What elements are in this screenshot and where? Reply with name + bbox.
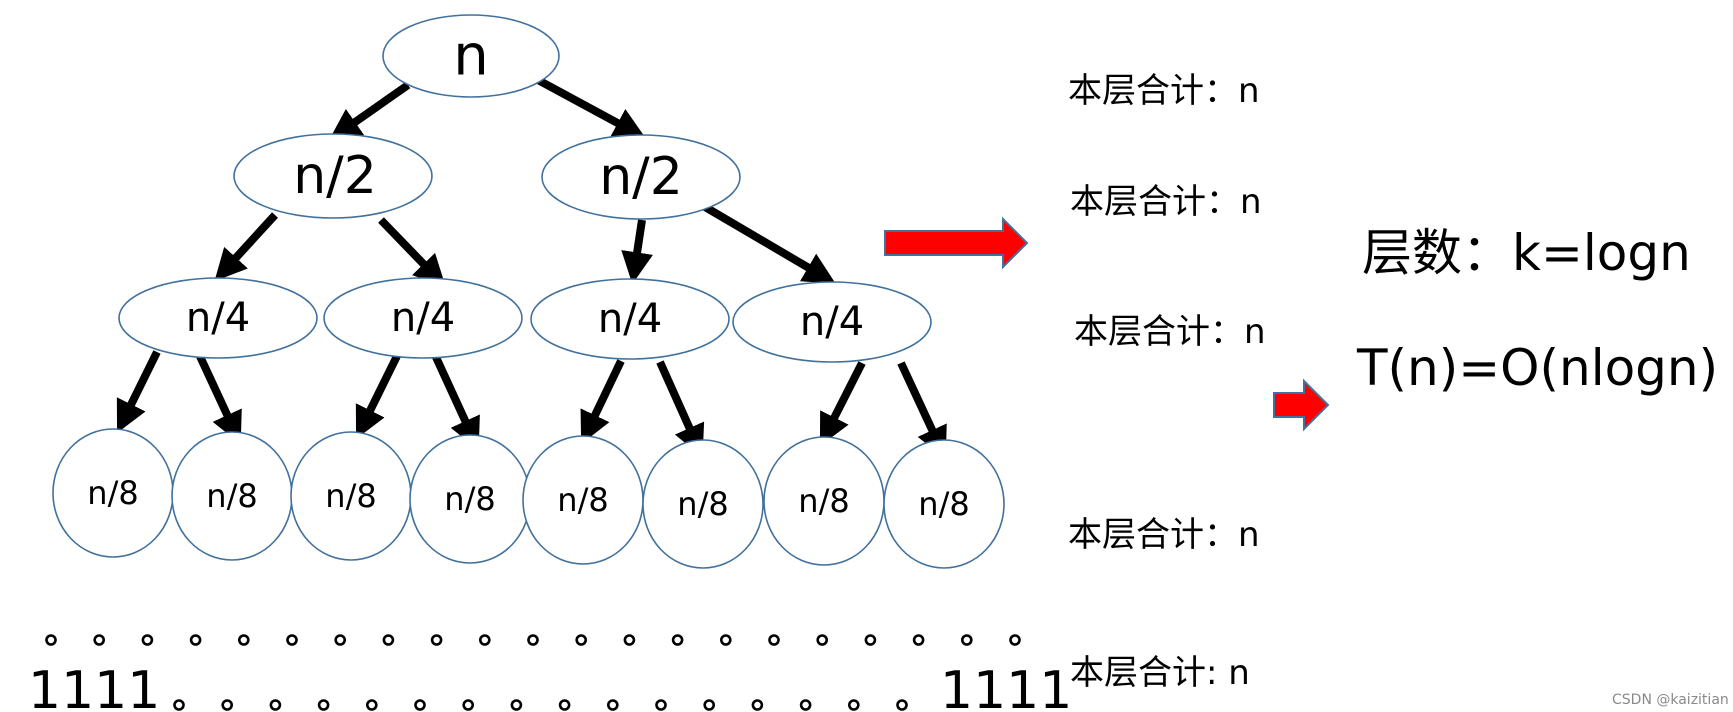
right-arrow-icon — [1273, 378, 1330, 432]
level-sum-label: 本层合计：n — [1068, 515, 1260, 555]
ellipsis-dot — [864, 634, 877, 646]
tree-node-level2: n/4 — [530, 278, 730, 360]
tree-edges — [116, 76, 947, 460]
ellipsis-dot — [141, 634, 154, 646]
node-label: n/8 — [557, 481, 608, 519]
edge-l2a-l3a — [116, 350, 161, 434]
ellipsis-dot — [414, 699, 426, 711]
ellipsis-dot — [896, 699, 908, 711]
tree-node-root: n — [382, 14, 560, 98]
edge-l1b-l2d — [697, 200, 836, 284]
ellipsis-dot — [527, 634, 539, 646]
edge-root-left — [328, 81, 411, 141]
edge-l1a-l2b — [378, 217, 446, 288]
level-sum-label: 本层合计：n — [1074, 312, 1266, 352]
ellipsis-dot — [816, 634, 829, 646]
ellipsis-dot — [478, 634, 491, 646]
level-sum-label: 本层合计: n — [1070, 653, 1250, 693]
edge-l2d-l3g — [819, 361, 866, 446]
levels-formula: 层数：k=logn — [1362, 224, 1691, 282]
ellipsis-dot — [365, 699, 378, 711]
ellipsis-dot — [960, 634, 973, 646]
ellipsis-dot — [286, 634, 298, 646]
node-label: n/8 — [798, 482, 849, 520]
ellipsis-dot — [462, 699, 475, 711]
tree-node-level3: n/8 — [642, 439, 764, 569]
node-label: n/4 — [186, 295, 250, 341]
tree-node-level3: n/8 — [883, 439, 1005, 569]
edge-l2d-l3h — [897, 361, 947, 460]
ellipsis-dot — [317, 699, 330, 711]
node-label: n/8 — [87, 474, 138, 512]
ellipsis-dot — [751, 699, 764, 711]
ellipsis-dot — [799, 699, 812, 711]
edge-l2b-l3d — [431, 353, 480, 451]
ellipsis-dot — [1009, 634, 1021, 646]
ellipsis-dot — [430, 634, 443, 646]
ellipsis-dot — [912, 634, 925, 646]
ellipsis-dot — [334, 634, 347, 646]
ellipsis-dot — [703, 699, 716, 711]
tree-node-level1: n/2 — [541, 134, 741, 220]
ellipsis-dot — [93, 634, 105, 646]
tree-node-level3: n/8 — [52, 428, 174, 558]
tree-node-level1: n/2 — [233, 133, 433, 219]
node-label: n/8 — [206, 477, 257, 515]
tree-node-level3: n/8 — [171, 431, 293, 561]
ellipsis-dot — [221, 699, 233, 711]
edge-l2c-l3e — [580, 359, 625, 445]
edge-l2a-l3b — [194, 350, 242, 445]
ellipsis-dot — [768, 634, 780, 646]
node-label: n/8 — [677, 485, 728, 523]
ellipsis-dot — [269, 699, 282, 711]
node-label: n/4 — [598, 296, 662, 342]
tree-node-level3: n/8 — [522, 435, 644, 565]
edge-l2c-l3f — [656, 360, 705, 458]
ellipsis-dot — [45, 634, 57, 646]
ellipsis-dot — [671, 634, 684, 646]
node-label: n/8 — [918, 485, 969, 523]
right-arrow-icon — [884, 216, 1029, 270]
edge-l2b-l3c — [355, 354, 401, 440]
ellipsis-dot — [558, 699, 571, 711]
node-label: n/2 — [599, 147, 683, 207]
node-label: n/2 — [293, 146, 377, 206]
ellipsis-dots-top — [45, 634, 1021, 646]
edge-l1a-l2a — [214, 212, 278, 282]
tree-node-level3: n/8 — [290, 431, 412, 561]
level-sum-label: 本层合计：n — [1068, 71, 1260, 111]
ellipsis-dot — [189, 634, 202, 646]
ellipsis-dots-bottom — [173, 699, 908, 711]
ellipsis-dot — [847, 699, 860, 711]
ellipsis-dot — [719, 634, 732, 646]
leaf-ones-right: 1111 — [940, 661, 1072, 712]
ellipsis-dot — [382, 634, 395, 646]
edge-root-right — [536, 76, 646, 139]
edge-l1b-l2c — [621, 219, 653, 285]
node-label: n/8 — [325, 477, 376, 515]
tree-node-level2: n/4 — [732, 281, 932, 363]
ellipsis-dot — [510, 699, 523, 711]
ellipsis-dot — [623, 634, 636, 646]
ellipsis-dot — [238, 634, 250, 646]
tree-node-level3: n/8 — [763, 436, 885, 566]
tree-node-level2: n/4 — [118, 277, 318, 359]
ellipsis-dot — [655, 699, 667, 711]
leaf-ones-left: 1111 — [28, 661, 160, 712]
tree-node-level2: n/4 — [323, 277, 523, 359]
node-label: n/4 — [391, 295, 455, 341]
ellipsis-dot — [173, 699, 185, 711]
complexity-formula: T(n)=O(nlogn) — [1356, 339, 1718, 397]
level-sum-label: 本层合计：n — [1070, 182, 1262, 222]
node-label: n/4 — [800, 299, 864, 345]
ellipsis-dot — [606, 699, 619, 711]
ellipsis-dot — [575, 634, 588, 646]
node-label: n/8 — [444, 480, 495, 518]
watermark-text: CSDN @kaizitian — [1612, 692, 1729, 708]
node-label: n — [453, 24, 489, 89]
tree-node-level3: n/8 — [409, 434, 531, 564]
